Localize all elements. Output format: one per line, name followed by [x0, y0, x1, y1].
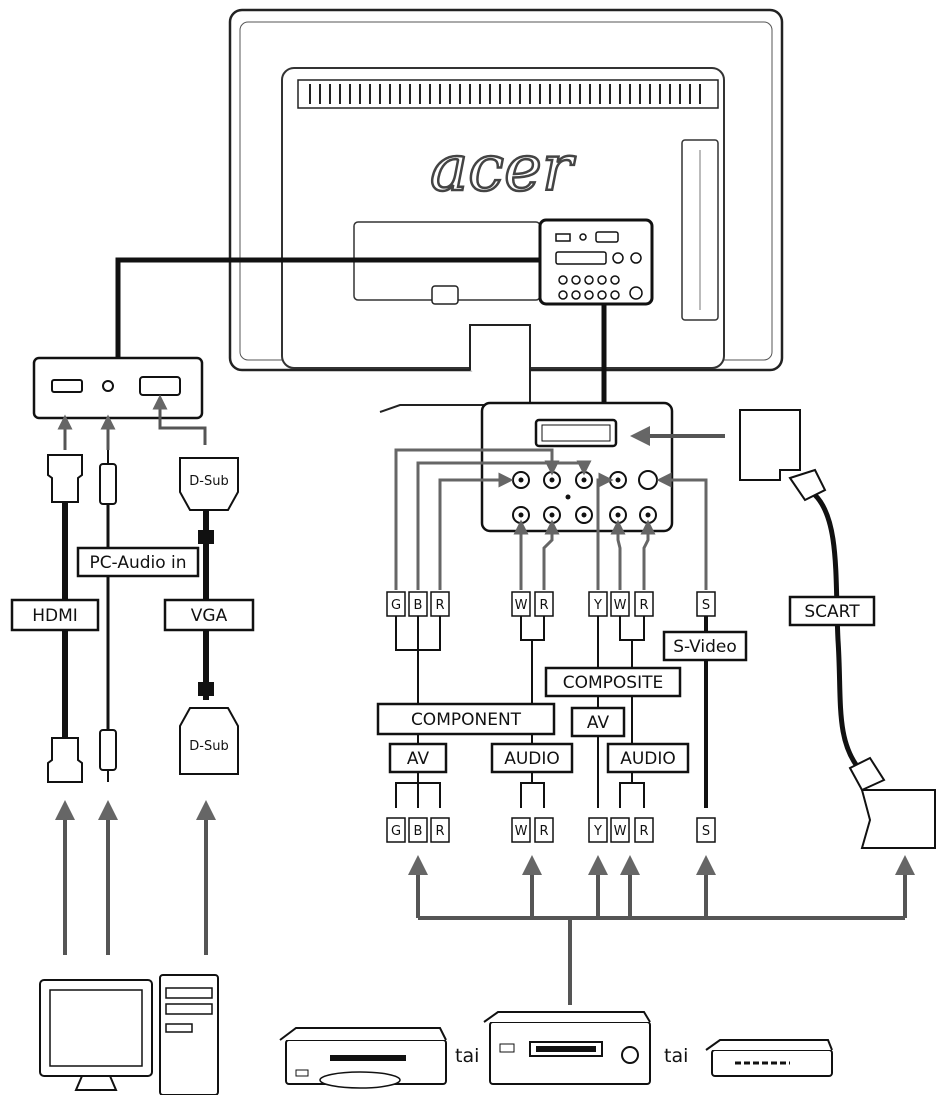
vga-label: VGA [163, 598, 255, 632]
plug-letter: S [702, 824, 710, 839]
audio-label-composite: AUDIO [606, 742, 690, 774]
pc-connection-line [115, 257, 540, 360]
input-ports-icon [555, 231, 643, 300]
dsub-bottom-label: D-Sub [189, 739, 228, 754]
plug-letter: B [414, 824, 423, 839]
vcr-icon [483, 1011, 651, 1085]
plug-letter: R [639, 824, 648, 839]
av-input-box [480, 401, 674, 533]
svg-text:AUDIO: AUDIO [504, 749, 560, 769]
or-separator: tai [455, 1045, 479, 1067]
pc-input-box [32, 356, 204, 420]
component-plugs-bottom [386, 817, 450, 843]
set-top-box-icon [705, 1039, 833, 1077]
plug-letter: R [539, 598, 548, 613]
plug-letter: W [515, 598, 528, 613]
audio1-plugs-bottom [511, 817, 554, 843]
svideo-plug-bottom [696, 817, 716, 843]
plug-letter: W [614, 598, 627, 613]
svg-text:S-Video: S-Video [673, 637, 737, 657]
dsub-top-label: D-Sub [189, 474, 228, 489]
svideo-label: S-Video [662, 630, 748, 662]
pc-audio-label: PC-Audio in [76, 546, 200, 578]
vga-port-icon [139, 376, 181, 396]
dvd-player-icon [279, 1027, 447, 1089]
svg-text:HDMI: HDMI [32, 606, 78, 626]
plug-letter: R [639, 598, 648, 613]
plug-letter: W [614, 824, 627, 839]
plug-letter: S [702, 598, 710, 613]
plug-letter: W [515, 824, 528, 839]
svg-text:PC-Audio in: PC-Audio in [89, 553, 186, 573]
plug-letter: R [435, 824, 444, 839]
audio-label-component: AUDIO [490, 742, 574, 774]
svg-text:VGA: VGA [191, 606, 228, 626]
plug-letter: G [391, 598, 401, 613]
svg-text:AUDIO: AUDIO [620, 749, 676, 769]
svg-text:SCART: SCART [804, 602, 860, 622]
composite-label: COMPOSITE [544, 666, 682, 698]
svg-text:COMPONENT: COMPONENT [411, 710, 522, 730]
monitor-rear: acer [228, 8, 784, 413]
av-label-composite: AV [570, 706, 626, 738]
scart-cable [739, 409, 936, 849]
plug-letter: Y [593, 824, 602, 839]
component-label: COMPONENT [376, 702, 556, 736]
plug-letter: G [391, 824, 401, 839]
hdmi-label: HDMI [10, 598, 100, 632]
or-separator: tai [664, 1045, 688, 1067]
svg-text:AV: AV [407, 749, 430, 769]
power-socket-icon [431, 285, 459, 305]
plug-letter: B [414, 598, 423, 613]
composite-plugs-bottom [588, 817, 654, 843]
plug-letter: R [539, 824, 548, 839]
av-label-component: AV [388, 742, 448, 774]
svg-text:AV: AV [587, 713, 610, 733]
scart-label: SCART [788, 595, 876, 627]
computer-icon [39, 974, 219, 1095]
acer-logo: acer [430, 132, 576, 206]
monitor-stand [469, 324, 531, 405]
svg-text:COMPOSITE: COMPOSITE [563, 673, 663, 693]
plug-letter: Y [593, 598, 602, 613]
plug-letter: R [435, 598, 444, 613]
composite-plugs-top [588, 591, 654, 617]
hdmi-port-icon [51, 379, 83, 393]
vent-grille [309, 84, 701, 104]
audio-port-icon [102, 380, 114, 392]
audio-cable [99, 450, 117, 782]
